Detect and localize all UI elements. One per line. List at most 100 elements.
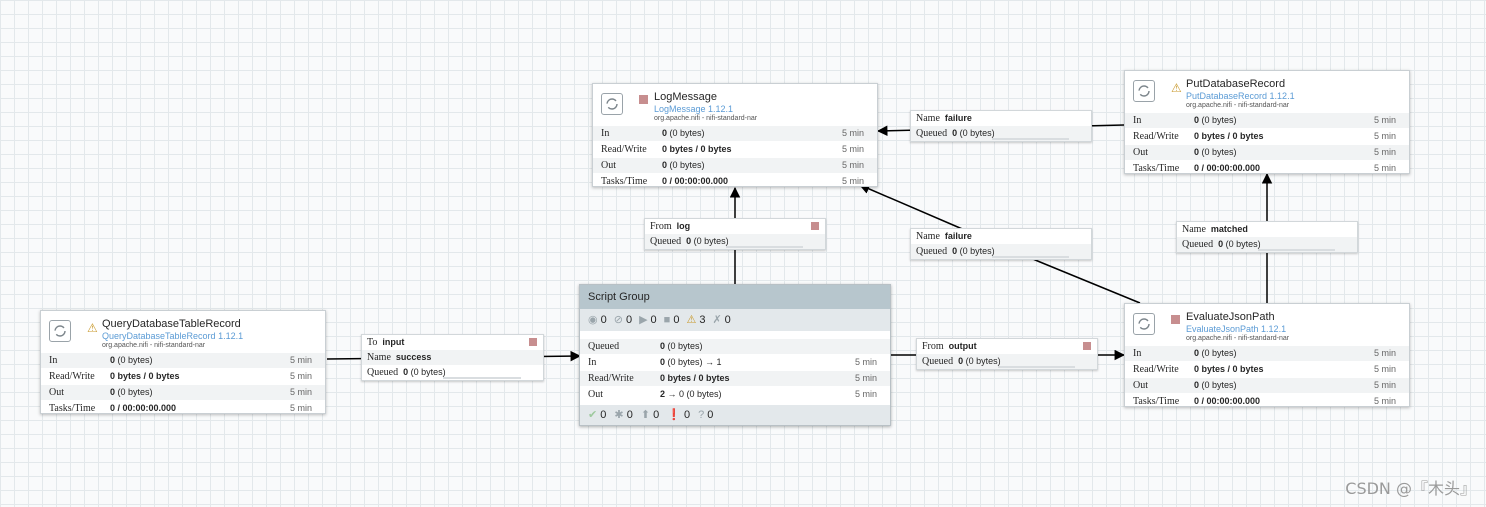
running-icon: ▶ xyxy=(639,314,648,326)
stat-window: 5 min xyxy=(854,373,877,383)
stat-value: 0 (0 bytes) xyxy=(110,355,153,365)
stat-label: In xyxy=(601,128,610,139)
stale-icon: ⬆ xyxy=(640,409,651,421)
stat-label: Tasks/Time xyxy=(1133,163,1180,174)
invalid-warning-icon: ⚠ xyxy=(686,314,697,326)
stat-value: 0 (0 bytes) xyxy=(662,160,705,170)
stat-window: 5 min xyxy=(854,357,877,367)
sync-failure-icon: ? xyxy=(698,409,705,421)
stat-row: In 0 (0 bytes) → 1 5 min xyxy=(580,354,890,370)
stat-window: 5 min xyxy=(1373,348,1396,358)
queue-bar xyxy=(992,256,1070,258)
stat-value: 0 bytes / 0 bytes xyxy=(660,373,730,383)
stat-label: Read/Write xyxy=(588,373,634,384)
stat-label: In xyxy=(1133,115,1142,126)
processor-bundle: org.apache.nifi - nifi-standard-nar xyxy=(1186,335,1290,342)
processor-bundle: org.apache.nifi - nifi-standard-nar xyxy=(654,115,758,122)
stat-label: Out xyxy=(601,160,616,171)
stopped-state-icon xyxy=(639,95,648,104)
stopped-icon xyxy=(529,338,537,346)
stat-label: Out xyxy=(588,389,603,400)
processor-name: EvaluateJsonPath xyxy=(1186,311,1275,323)
processor-header: ⚠ QueryDatabaseTableRecord QueryDatabase… xyxy=(41,311,325,353)
stopped-icon xyxy=(811,222,819,230)
stat-value: 0 / 00:00:00.000 xyxy=(662,176,729,186)
stat-window: 5 min xyxy=(1373,147,1396,157)
processor-query[interactable]: ⚠ QueryDatabaseTableRecord QueryDatabase… xyxy=(40,310,326,414)
stat-label: Queued xyxy=(588,341,620,352)
stat-label: In xyxy=(1133,348,1142,359)
processor-header: LogMessage LogMessage 1.12.1 org.apache.… xyxy=(593,84,877,126)
stopped-state-icon xyxy=(1171,315,1180,324)
stat-value: 0 (0 bytes) → 1 xyxy=(660,357,722,367)
stat-label: Out xyxy=(1133,147,1148,158)
processor-type: QueryDatabaseTableRecord 1.12.1 xyxy=(102,331,244,341)
processor-put[interactable]: ⚠ PutDatabaseRecord PutDatabaseRecord 1.… xyxy=(1124,70,1410,174)
stat-label: Read/Write xyxy=(1133,131,1179,142)
processor-name: QueryDatabaseTableRecord xyxy=(102,318,241,330)
stat-window: 5 min xyxy=(1373,380,1396,390)
stat-window: 5 min xyxy=(841,160,864,170)
stat-window: 5 min xyxy=(841,144,864,154)
stat-label: Tasks/Time xyxy=(601,176,648,187)
processor-eval[interactable]: EvaluateJsonPath EvaluateJsonPath 1.12.1… xyxy=(1124,303,1410,407)
stat-label: Out xyxy=(1133,380,1148,391)
stat-label: In xyxy=(588,357,597,368)
queue-bar xyxy=(443,377,522,379)
stat-label: Tasks/Time xyxy=(49,403,96,414)
stat-window: 5 min xyxy=(289,355,312,365)
stopped-icon: ■ xyxy=(663,314,671,326)
stat-value: 0 (0 bytes) xyxy=(1194,380,1237,390)
stat-label: Out xyxy=(49,387,64,398)
processor-type: LogMessage 1.12.1 xyxy=(654,104,734,114)
stopped-icon xyxy=(1083,342,1091,350)
processor-log[interactable]: LogMessage LogMessage 1.12.1 org.apache.… xyxy=(592,83,878,187)
stat-value: 0 bytes / 0 bytes xyxy=(662,144,732,154)
stale-modified-icon: ❗ xyxy=(667,409,681,421)
process-group-version-counts: ✔ 0 ✱ 0 ⬆ 0 ❗ 0 ? 0 xyxy=(580,405,890,425)
stat-value: 0 (0 bytes) xyxy=(1194,115,1237,125)
processor-header: EvaluateJsonPath EvaluateJsonPath 1.12.1… xyxy=(1125,304,1409,346)
stat-window: 5 min xyxy=(841,176,864,186)
stat-label: In xyxy=(49,355,58,366)
stat-window: 5 min xyxy=(289,371,312,381)
processor-name: PutDatabaseRecord xyxy=(1186,78,1286,90)
process-group-status-counts: ◉0 ⊘0 ▶0 ■0 ⚠3 ✗0 xyxy=(580,309,890,331)
stat-row: In 0 (0 bytes) 5 min xyxy=(41,352,325,368)
stat-label: Read/Write xyxy=(49,371,95,382)
queue-bar xyxy=(992,138,1070,140)
not-transmitting-icon: ⊘ xyxy=(613,314,623,326)
stat-window: 5 min xyxy=(289,387,312,397)
processor-type-icon xyxy=(1133,313,1155,335)
stat-window: 5 min xyxy=(1373,163,1396,173)
stat-window: 5 min xyxy=(841,128,864,138)
processor-type: EvaluateJsonPath 1.12.1 xyxy=(1186,324,1287,334)
stat-window: 5 min xyxy=(1373,131,1396,141)
watermark: CSDN @『木头』 xyxy=(1345,479,1476,498)
